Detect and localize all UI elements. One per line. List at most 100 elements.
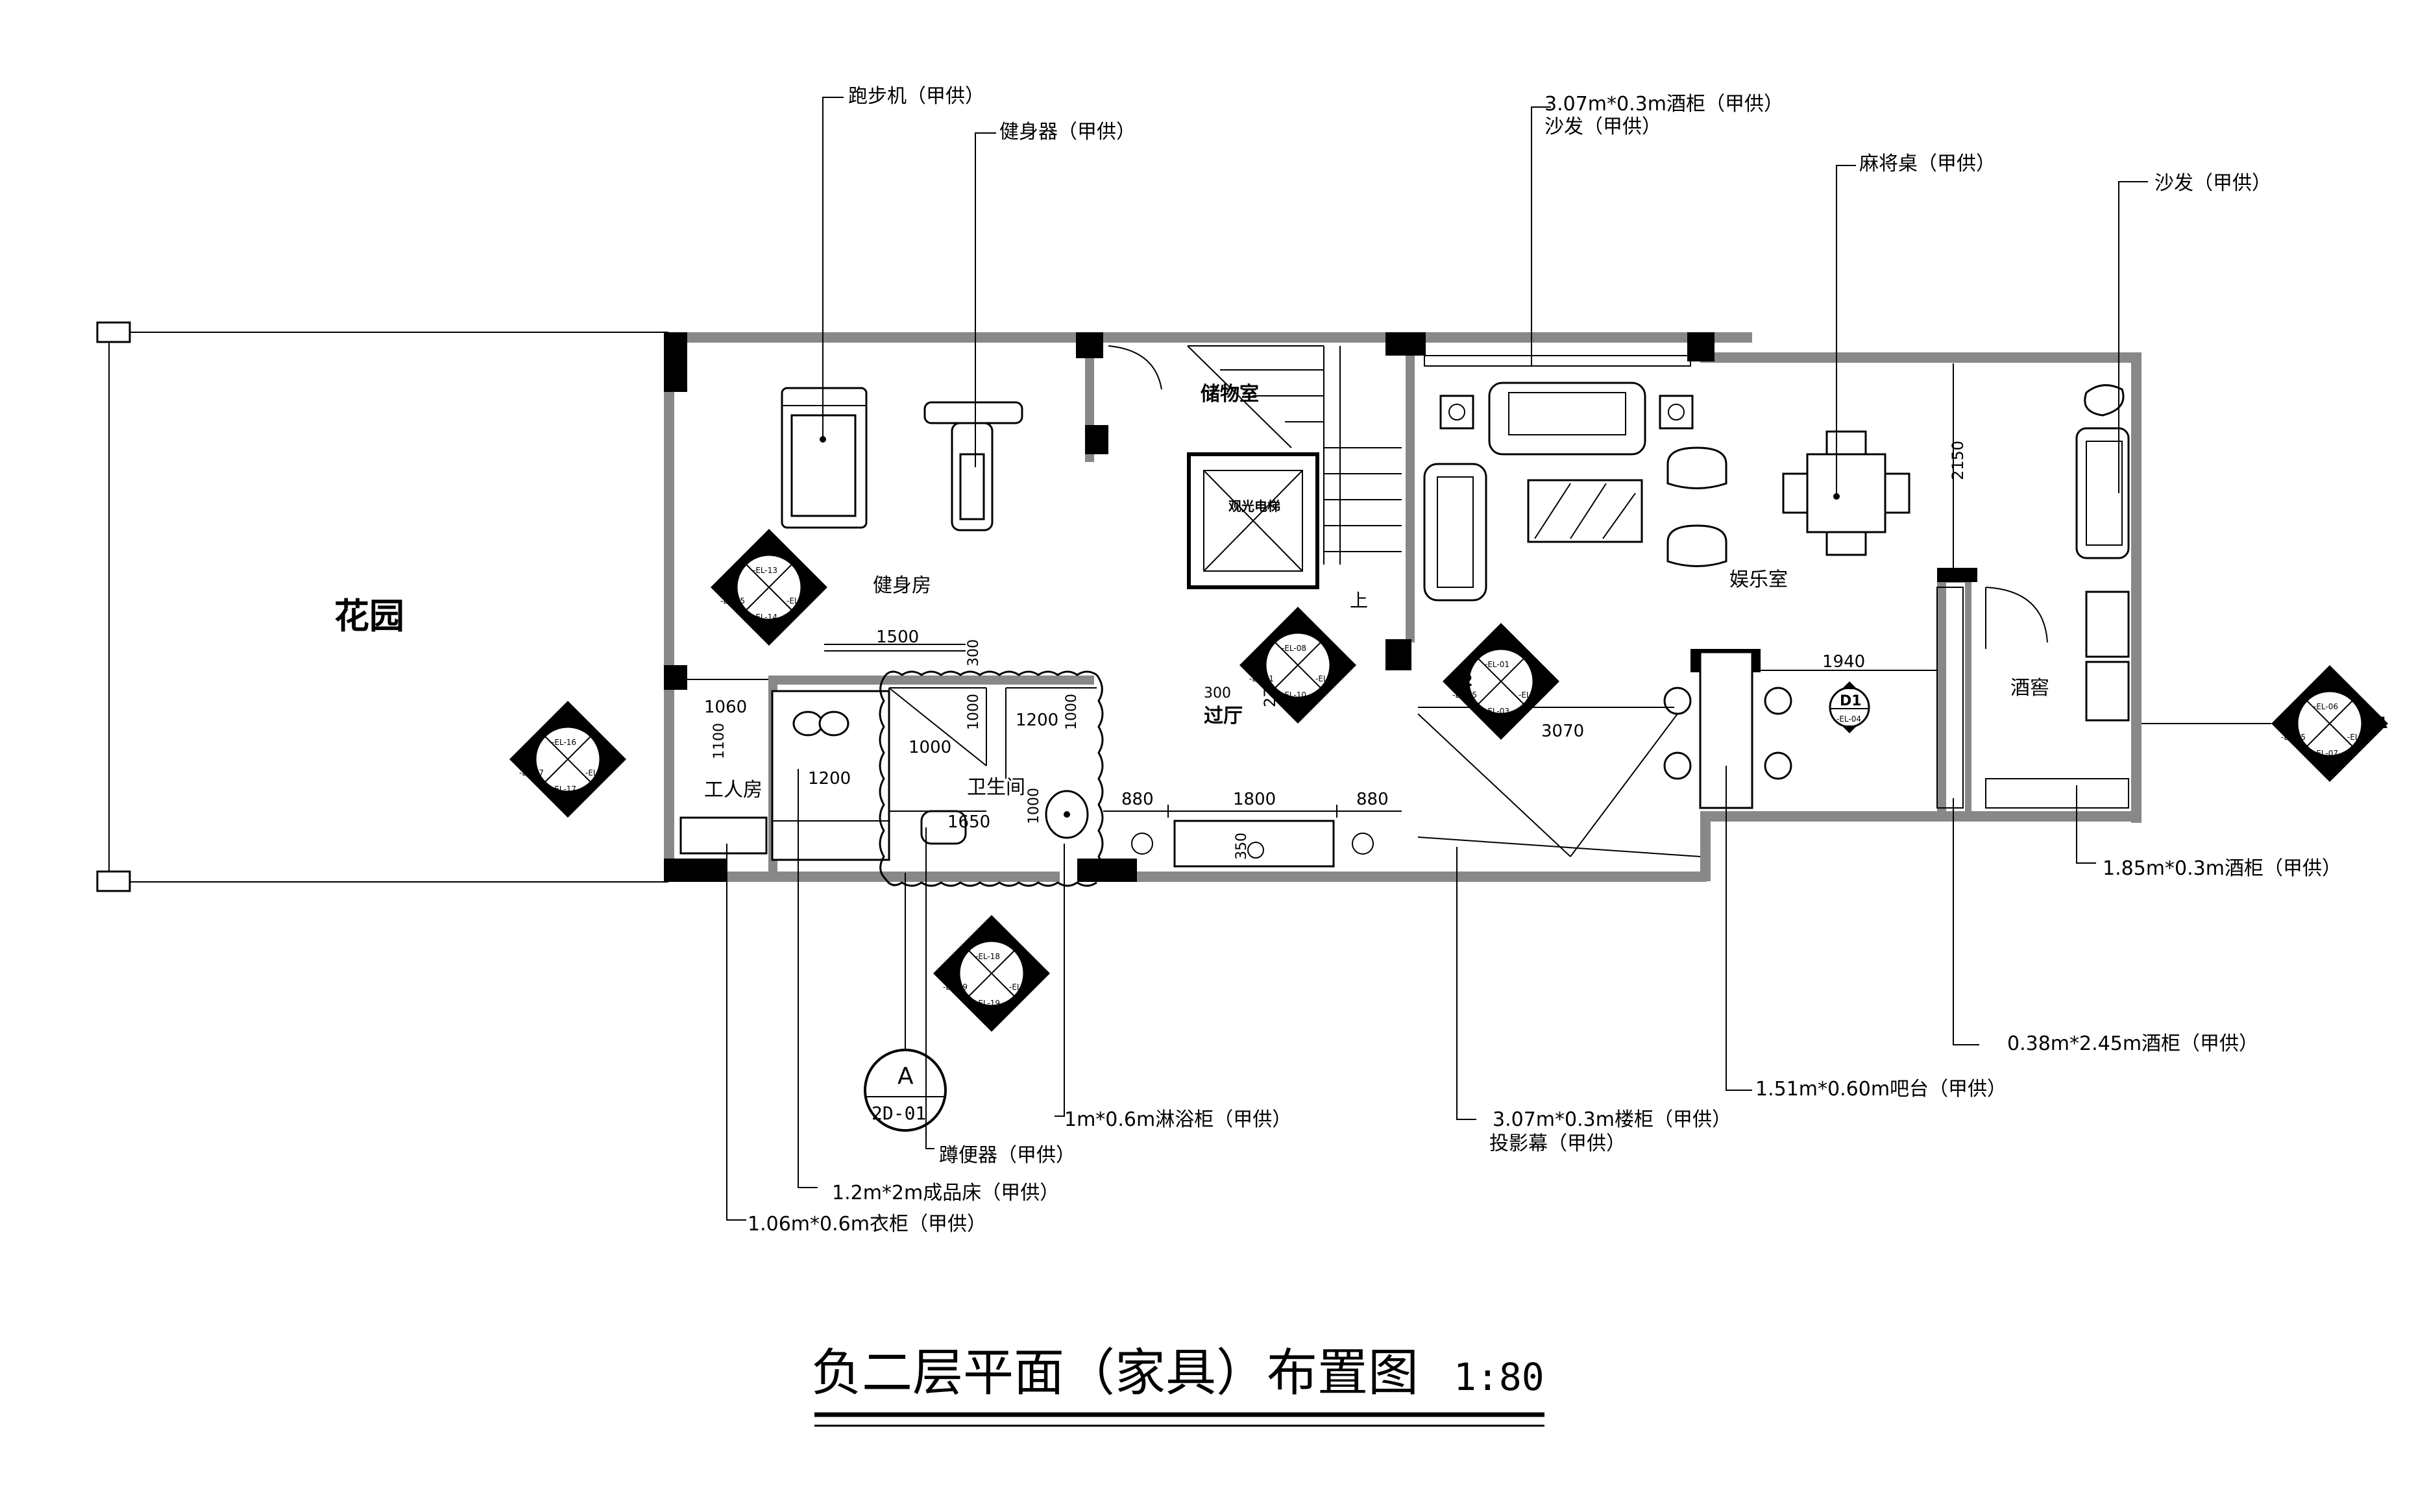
drawing-title-block: 负二层平面（家具）布置图 1:80 xyxy=(811,1344,1544,1427)
drawing-title: 负二层平面（家具）布置图 xyxy=(811,1344,1419,1402)
svg-text:-EL-13: -EL-13 xyxy=(787,596,811,605)
index-symbol-cellar: A D B1 C -EL-06 -EL-05 -EL-04 -EL-07 xyxy=(2271,665,2388,782)
svg-text:D: D xyxy=(518,750,531,768)
svg-text:-EL-01: -EL-01 xyxy=(1485,660,1509,669)
svg-text:-EL-09: -EL-09 xyxy=(1315,674,1340,683)
callout-sofa-b: 沙发（甲供） xyxy=(2154,172,2271,195)
dim-1200a: 1200 xyxy=(808,769,851,788)
dim-1100: 1100 xyxy=(711,723,727,759)
dim-1650: 1650 xyxy=(947,812,990,832)
svg-text:B: B xyxy=(1336,655,1348,674)
svg-text:-EL-14: -EL-14 xyxy=(753,613,777,622)
svg-text:B: B xyxy=(606,750,618,768)
svg-text:-EL-13: -EL-13 xyxy=(753,566,777,575)
svg-text:C: C xyxy=(1496,714,1507,733)
callout-treadmill: 跑步机（甲供） xyxy=(848,85,984,108)
index-symbol-hall: A D B C -EL-08 -EL-11 -EL-09 -EL-10 xyxy=(1239,607,1356,724)
stairs xyxy=(1108,345,1402,565)
svg-text:C: C xyxy=(1293,698,1304,716)
svg-text:A: A xyxy=(2324,677,2337,695)
dim-1000c: 1000 xyxy=(1064,694,1080,730)
dim-350: 350 xyxy=(1234,833,1250,860)
fitness-machine-furniture xyxy=(923,401,1023,531)
callout-wine-cab-038: 0.38m*2.45m酒柜（甲供） xyxy=(2007,1032,2258,1055)
dim-1800: 1800 xyxy=(1233,790,1276,809)
svg-text:-EL-19: -EL-19 xyxy=(943,982,968,992)
svg-text:300: 300 xyxy=(966,639,982,666)
svg-text:B: B xyxy=(807,578,819,596)
hall-label: 过厅 xyxy=(1204,705,1243,727)
entertainment-furniture xyxy=(1417,355,2130,857)
callout-wine-cab-185: 1.85m*0.3m酒柜（甲供） xyxy=(2103,857,2341,880)
treadmill-furniture xyxy=(781,387,868,529)
dim-2150: 2150 xyxy=(1949,441,1967,480)
garden-label: 花园 xyxy=(334,596,404,637)
svg-text:-EL-17: -EL-17 xyxy=(519,768,544,777)
dim-300b: 300 xyxy=(1204,685,1231,701)
svg-text:A: A xyxy=(1496,635,1508,653)
index-symbol-d1: D1 -EL-04 xyxy=(1829,681,1870,733)
index-symbol-worker: A D B C -EL-16 -EL-17 -EL-16 -EL-17 xyxy=(509,701,626,818)
svg-text:D1: D1 xyxy=(1840,693,1862,709)
callout-fitness: 健身器（甲供） xyxy=(999,121,1136,143)
index-symbol-bath: A D B C -EL-18 -EL-19 -EL-18 -EL-19 xyxy=(933,915,1050,1032)
svg-text:-EL-02: -EL-02 xyxy=(1519,690,1543,700)
callout-sofa-a: 沙发（甲供） xyxy=(1544,116,1661,138)
index-symbol-gym: A D B C -EL-13 -EL-15 -EL-13 -EL-14 xyxy=(711,529,827,646)
svg-text:-EL-04: -EL-04 xyxy=(1836,714,1861,724)
svg-text:D: D xyxy=(719,578,732,596)
callout-wine-cab-307: 3.07m*0.3m酒柜（甲供） xyxy=(1544,93,1783,116)
svg-text:B: B xyxy=(1030,964,1042,982)
entertainment-label: 娱乐室 xyxy=(1729,568,1788,591)
svg-text:A: A xyxy=(563,713,575,731)
storage-label: 储物室 xyxy=(1201,383,1259,406)
svg-text:-EL-11: -EL-11 xyxy=(1249,674,1274,683)
wine-cellar-furniture xyxy=(1936,587,2130,809)
svg-text:C: C xyxy=(2324,757,2336,775)
svg-text:-EL-08: -EL-08 xyxy=(1282,644,1306,653)
dim-3070: 3070 xyxy=(1541,722,1584,741)
garden-outline xyxy=(96,321,668,892)
hall-dim-line xyxy=(1103,805,1402,868)
dim-880b: 880 xyxy=(1356,790,1389,809)
svg-text:-EL-17: -EL-17 xyxy=(552,785,576,794)
elevator-label: 观光电梯 xyxy=(1228,498,1280,514)
svg-text:-EL-18: -EL-18 xyxy=(1009,982,1034,992)
dim-1060: 1060 xyxy=(704,698,747,717)
svg-text:1500: 1500 xyxy=(876,628,919,647)
callout-stair-cab: 3.07m*0.3m楼柜（甲供） xyxy=(1493,1108,1731,1131)
svg-text:-EL-05: -EL-05 xyxy=(2281,733,2306,742)
dim-1000d: 1000 xyxy=(1026,788,1042,824)
callout-bar: 1.51m*0.60m吧台（甲供） xyxy=(1755,1078,2007,1101)
svg-text:-EL-03: -EL-03 xyxy=(1485,707,1509,716)
dim-1500: 1500 300 xyxy=(824,628,982,666)
svg-text:C: C xyxy=(986,1006,998,1025)
svg-text:-EL-06: -EL-06 xyxy=(2313,702,2338,711)
stair-up-label: 上 xyxy=(1350,590,1368,611)
svg-text:-EL-07: -EL-07 xyxy=(2313,749,2338,758)
gym-label: 健身房 xyxy=(873,574,931,597)
svg-text:2D-01: 2D-01 xyxy=(872,1103,926,1124)
svg-text:D: D xyxy=(942,964,955,982)
dim-880a: 880 xyxy=(1121,790,1154,809)
svg-text:A: A xyxy=(897,1063,914,1090)
dim-1000a: 1000 xyxy=(909,738,951,757)
worker-room-furniture xyxy=(674,679,890,861)
dim-1200b: 1200 xyxy=(1016,711,1058,730)
svg-text:-EL-15: -EL-15 xyxy=(720,596,745,605)
drawing-scale: 1:80 xyxy=(1454,1355,1544,1399)
svg-text:D2: D2 xyxy=(1449,672,1473,690)
svg-text:-EL-04: -EL-04 xyxy=(2347,733,2372,742)
callout-bed: 1.2m*2m成品床（甲供） xyxy=(832,1182,1059,1204)
leader-lines xyxy=(726,97,2148,1221)
bathroom-label: 卫生间 xyxy=(967,776,1025,799)
svg-text:C: C xyxy=(764,620,775,639)
callout-squat: 蹲便器（甲供） xyxy=(939,1144,1075,1167)
svg-text:D: D xyxy=(1248,655,1261,674)
dim-1000b: 1000 xyxy=(966,694,982,730)
svg-text:-EL-10: -EL-10 xyxy=(1282,690,1306,700)
index-symbol-entertainment: A D2 B C -EL-01 -EL-05 -EL-02 -EL-03 xyxy=(1443,623,1559,740)
svg-text:-EL-16: -EL-16 xyxy=(585,768,610,777)
callout-wardrobe: 1.06m*0.6m衣柜（甲供） xyxy=(748,1213,986,1236)
